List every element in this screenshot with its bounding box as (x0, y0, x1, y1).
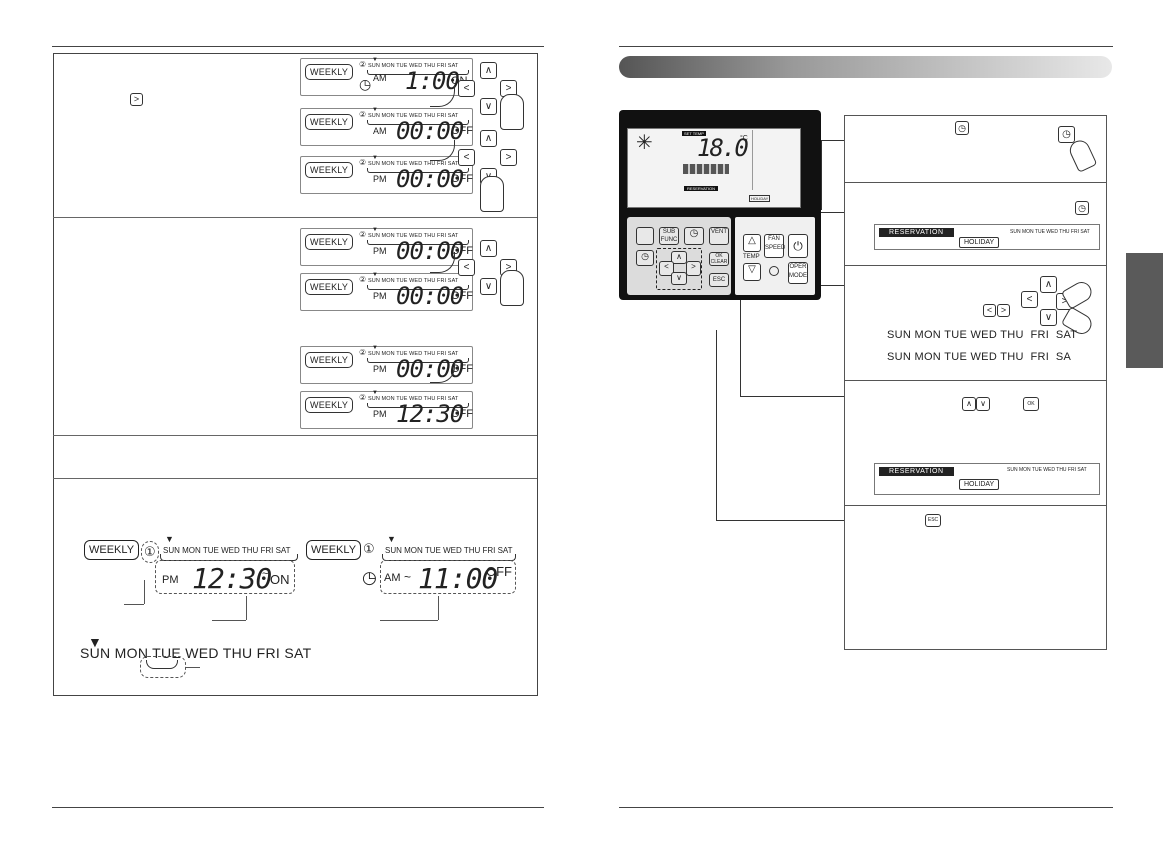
lcd-panel-5: WEEKLY ② ▼SUN MON TUE WED THU FRI SAT PM… (300, 272, 473, 311)
up-button[interactable]: ∧ (480, 62, 497, 79)
weekday-row-1: SUN MON TUE WED THU FRI SAT (887, 329, 1078, 341)
temp-up-button[interactable]: △ (743, 234, 761, 252)
esc-button-icon: ESC (925, 514, 941, 527)
section-divider-3 (53, 478, 537, 479)
temp-down-button[interactable]: ▽ (743, 263, 761, 281)
section-header-bar (619, 56, 1112, 78)
weekly-label: WEEKLY (305, 64, 354, 80)
fan-speed-button[interactable]: FAN SPEED (764, 234, 785, 258)
left-button: < (1021, 291, 1038, 308)
ok-clear-button[interactable]: OK CLEAR (709, 252, 729, 266)
down-button[interactable]: ∨ (480, 98, 497, 115)
right-button-icon: > (997, 304, 1010, 317)
weekday-row-2: SUN MON TUE WED THU FRI SA (887, 351, 1072, 363)
steps-box (844, 115, 1107, 650)
section-divider-2 (53, 435, 537, 436)
timer-button-icon[interactable]: ◷ (684, 227, 704, 245)
left-button-icon: < (983, 304, 996, 317)
reservation-button-icon[interactable]: ◷ (636, 250, 654, 266)
right-button[interactable]: > (500, 149, 517, 166)
down-button-icon: ∨ (976, 397, 990, 411)
bottom-rule-left (52, 807, 544, 808)
down-button[interactable]: ∨ (671, 272, 687, 285)
reservation-button-icon: ◷ (1058, 126, 1075, 143)
reservation-strip-1: RESERVATION SUN MON TUE WED THU FRI SAT … (874, 224, 1100, 250)
clock-icon: ◷ (359, 76, 372, 92)
right-button-icon: > (130, 93, 143, 106)
power-button[interactable]: ⏻ (788, 234, 808, 258)
big-lcd-right: WEEKLY ① ▼ SUN MON TUE WED THU FRI SAT ◷… (302, 532, 516, 598)
down-button: ∨ (1040, 309, 1057, 326)
top-rule-left (52, 46, 544, 47)
top-rule-right (619, 46, 1113, 47)
clock-icon: ◷ (362, 568, 377, 587)
fan-bar-icon (683, 164, 729, 174)
lcd-panel-2: WEEKLY ② ▼SUN MON TUE WED THU FRI SAT AM… (300, 107, 473, 146)
up-button[interactable]: ∧ (671, 251, 687, 264)
reservation-button-icon: ◷ (955, 121, 969, 135)
left-button[interactable]: < (458, 80, 475, 97)
lcd-panel-3: WEEKLY ② ▼SUN MON TUE WED THU FRI SAT PM… (300, 155, 473, 194)
pointing-hand-icon (500, 270, 524, 306)
sub-func-button[interactable]: SUB FUNC (659, 227, 679, 245)
big-lcd-left: WEEKLY ① ▼ SUN MON TUE WED THU FRI SAT P… (80, 532, 298, 598)
right-button[interactable]: > (686, 261, 701, 276)
pointing-hand-icon (480, 176, 504, 212)
left-button[interactable]: < (659, 261, 674, 276)
lcd-panel-7: WEEKLY ② ▼SUN MON TUE WED THU FRI SAT PM… (300, 390, 473, 429)
mode-button[interactable] (636, 227, 654, 245)
up-button: ∧ (1040, 276, 1057, 293)
oper-mode-button[interactable]: OPER MODE (788, 262, 808, 284)
pointing-hand-icon (500, 94, 524, 130)
left-button[interactable]: < (458, 259, 475, 276)
led-indicator (769, 266, 779, 276)
left-button[interactable]: < (458, 149, 475, 166)
reservation-strip-2: RESERVATION SUN MON TUE WED THU FRI SAT … (874, 463, 1100, 495)
vent-button[interactable]: VENT (709, 227, 729, 245)
up-button[interactable]: ∧ (480, 130, 497, 147)
side-tab (1126, 253, 1163, 368)
instruction-box (53, 53, 538, 696)
up-button-icon: ∧ (962, 397, 976, 411)
down-button[interactable]: ∨ (480, 278, 497, 295)
reservation-button-icon: ◷ (1075, 201, 1089, 215)
weekday-row: SUN MON TUE WED THU FRI SAT (80, 645, 312, 661)
snowflake-icon: ✳ (636, 132, 653, 154)
bottom-rule-right (619, 807, 1113, 808)
section-divider-1 (53, 217, 537, 218)
ok-button-icon: OK (1023, 397, 1039, 411)
esc-button[interactable]: ESC (709, 273, 729, 287)
lcd-panel-4: WEEKLY ② ▼SUN MON TUE WED THU FRI SAT PM… (300, 227, 473, 266)
up-button[interactable]: ∧ (480, 240, 497, 257)
